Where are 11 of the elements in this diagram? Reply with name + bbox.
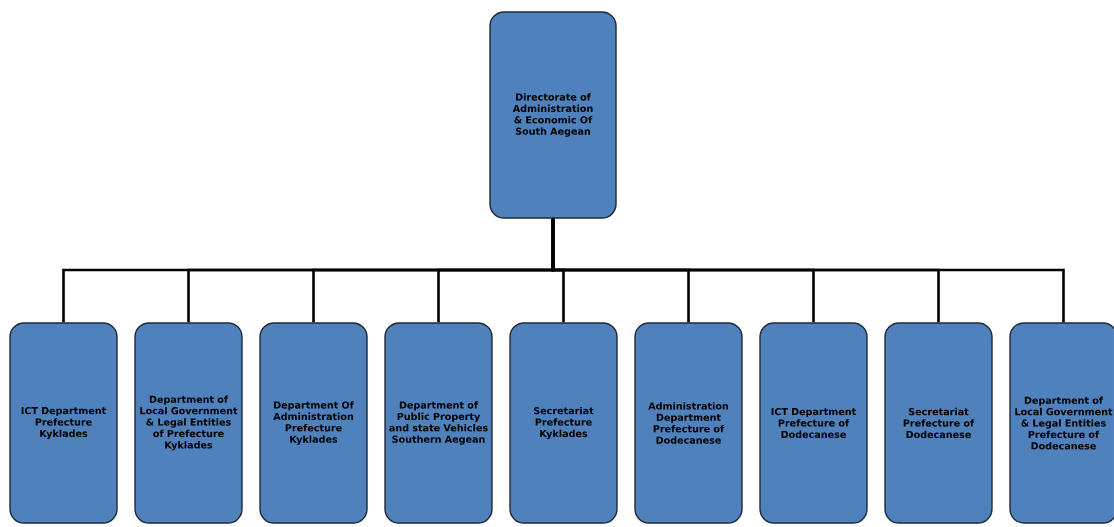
org-box: ICT Department Prefecture of Dodecanese bbox=[759, 322, 868, 524]
org-box: Department of Public Property and state Vehicles Southern Aegean bbox=[384, 322, 493, 524]
org-box: Department Of Administration Prefecture Kyklades bbox=[259, 322, 368, 524]
org-box: Directorate of Administration & Economic Of South Aegean bbox=[489, 11, 617, 219]
org-box: Secretariat Prefecture of Dodecanese bbox=[884, 322, 993, 524]
org-box: Department of Local Government & Legal Entities Prefecture of Dodecanese bbox=[1009, 322, 1114, 524]
org-box: Department of Local Government & Legal Entities of Prefecture Kyklades bbox=[134, 322, 243, 524]
org-box: Administration Department Prefecture of Dodecanese bbox=[634, 322, 743, 524]
org-box: Secretariat Prefecture Kyklades bbox=[509, 322, 618, 524]
org-box: ICT Department Prefecture Kyklades bbox=[9, 322, 118, 524]
connector-line bbox=[551, 218, 1065, 323]
